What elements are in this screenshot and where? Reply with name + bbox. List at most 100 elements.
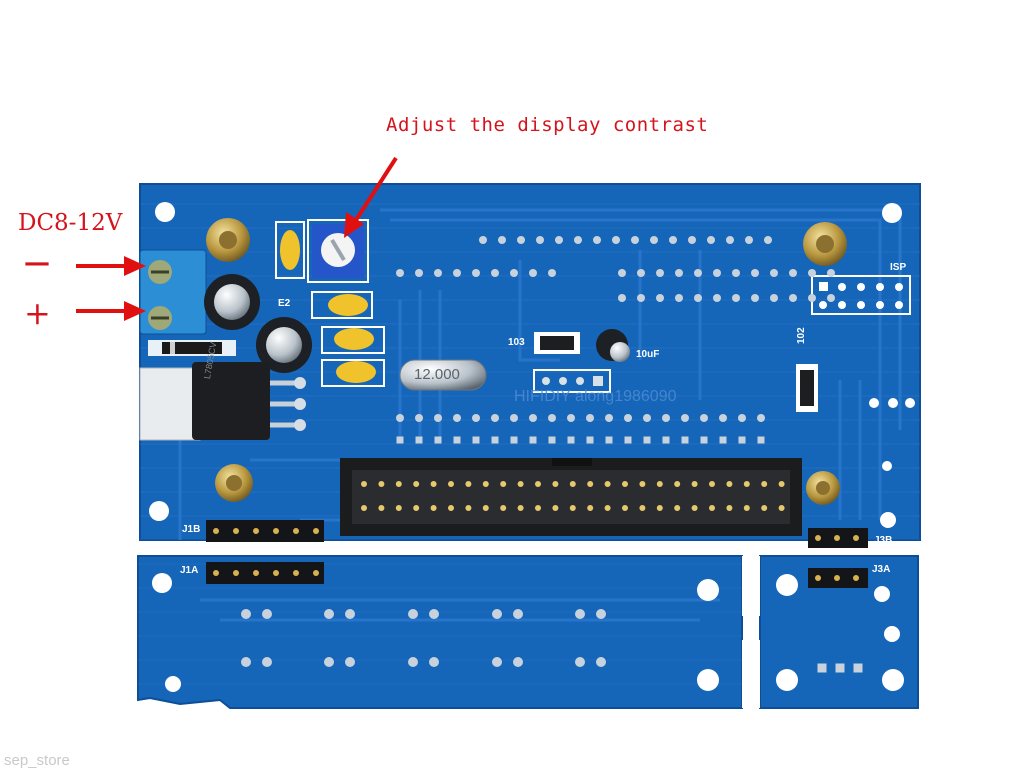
idc-pin bbox=[709, 481, 715, 487]
mcu-pad bbox=[548, 269, 556, 277]
bottom-pad bbox=[817, 663, 827, 673]
lcd-pad bbox=[517, 236, 525, 244]
idc-pin bbox=[500, 505, 507, 511]
socket-pad bbox=[757, 414, 765, 422]
socket-pad bbox=[529, 414, 537, 422]
bottom-pad bbox=[408, 657, 418, 667]
plus-annotation: + bbox=[24, 294, 51, 332]
socket-pad bbox=[567, 436, 575, 444]
idc-pin bbox=[378, 481, 385, 487]
socket-pad bbox=[510, 436, 518, 444]
mcu-pad bbox=[808, 294, 816, 302]
standoff-top-left bbox=[206, 218, 250, 262]
lcd-pad bbox=[593, 236, 601, 244]
socket-pad bbox=[681, 414, 689, 422]
bottom-pad bbox=[596, 657, 606, 667]
socket-pad bbox=[586, 436, 594, 444]
bottom-pad bbox=[492, 657, 502, 667]
silk-103: 103 bbox=[508, 337, 525, 348]
idc-pin bbox=[691, 481, 698, 487]
idc-pin bbox=[517, 505, 524, 511]
smd-resistor-102 bbox=[796, 364, 818, 412]
header-pin bbox=[253, 570, 259, 576]
silk-j3a: J3A bbox=[872, 564, 891, 575]
idc-pin bbox=[743, 481, 750, 487]
bottom-pad bbox=[324, 657, 334, 667]
bottom-pad bbox=[408, 609, 418, 619]
socket-pad bbox=[719, 436, 727, 444]
idc-pin bbox=[709, 505, 715, 511]
socket-pad bbox=[738, 436, 746, 444]
mcu-pad bbox=[618, 294, 626, 302]
header-pin bbox=[233, 570, 239, 576]
header-pin bbox=[293, 528, 299, 534]
idc-pin bbox=[552, 481, 559, 487]
mcu-pad bbox=[751, 294, 759, 302]
mcu-pad bbox=[789, 269, 797, 277]
isp-header bbox=[811, 275, 911, 315]
contrast-potentiometer bbox=[307, 219, 369, 283]
bottom-pad bbox=[345, 609, 355, 619]
idc-pin bbox=[691, 505, 698, 511]
socket-pad bbox=[624, 436, 632, 444]
arrow-plus bbox=[76, 301, 146, 321]
mcu-pad bbox=[827, 269, 835, 277]
mcu-pad bbox=[675, 269, 683, 277]
crystal-label: 12.000 bbox=[414, 366, 460, 383]
socket-pad bbox=[548, 436, 556, 444]
idc-pin bbox=[465, 481, 472, 487]
header-pin bbox=[273, 528, 279, 534]
idc-pin bbox=[778, 481, 785, 487]
bottom-pad bbox=[429, 609, 439, 619]
idc-pin bbox=[361, 505, 367, 511]
idc-pin bbox=[413, 481, 420, 487]
capacitor-large-2 bbox=[256, 317, 312, 373]
socket-pad bbox=[643, 414, 651, 422]
lcd-pad bbox=[536, 236, 544, 244]
bottom-pad bbox=[262, 609, 272, 619]
pin-header-4 bbox=[533, 369, 611, 393]
bottom-pad bbox=[575, 609, 585, 619]
silk-j3b: J3B bbox=[874, 535, 893, 546]
header-pin bbox=[815, 535, 821, 541]
lcd-pad bbox=[650, 236, 658, 244]
idc-pin bbox=[587, 505, 594, 511]
lcd-pad bbox=[669, 236, 677, 244]
socket-pad bbox=[510, 414, 518, 422]
header-pin bbox=[213, 570, 219, 576]
header-pin bbox=[834, 575, 840, 581]
silk-102: 102 bbox=[796, 327, 807, 344]
mcu-pad bbox=[675, 294, 683, 302]
silk-e2: E2 bbox=[278, 298, 291, 309]
lcd-pad bbox=[574, 236, 582, 244]
contrast-annotation: Adjust the display contrast bbox=[386, 114, 709, 136]
idc-pin bbox=[587, 481, 594, 487]
mcu-pad bbox=[751, 269, 759, 277]
lcd-pad bbox=[745, 236, 753, 244]
silk-10uf: 10uF bbox=[636, 349, 660, 360]
mcu-pad bbox=[770, 294, 778, 302]
mcu-pad bbox=[491, 269, 499, 277]
standoff-right bbox=[806, 471, 840, 505]
capacitor-large-1 bbox=[204, 274, 260, 330]
idc-pin bbox=[761, 481, 768, 487]
idc-pin bbox=[378, 505, 385, 511]
standoff-top-right bbox=[803, 222, 847, 266]
idc-pin bbox=[517, 481, 524, 487]
idc-connector bbox=[340, 458, 802, 536]
lcd-pad bbox=[555, 236, 563, 244]
idc-pin bbox=[761, 505, 768, 511]
standoff-middle bbox=[215, 464, 253, 502]
bottom-pad bbox=[513, 657, 523, 667]
bottom-pad bbox=[345, 657, 355, 667]
bottom-pad bbox=[513, 609, 523, 619]
arrow-contrast bbox=[344, 156, 398, 238]
lcd-pad bbox=[631, 236, 639, 244]
mcu-pad bbox=[656, 294, 664, 302]
mcu-pad bbox=[789, 294, 797, 302]
header-j1b bbox=[206, 520, 324, 542]
mcu-pad bbox=[694, 294, 702, 302]
capacitor-10uf bbox=[596, 329, 630, 362]
mcu-pad bbox=[713, 269, 721, 277]
mcu-pad bbox=[434, 269, 442, 277]
